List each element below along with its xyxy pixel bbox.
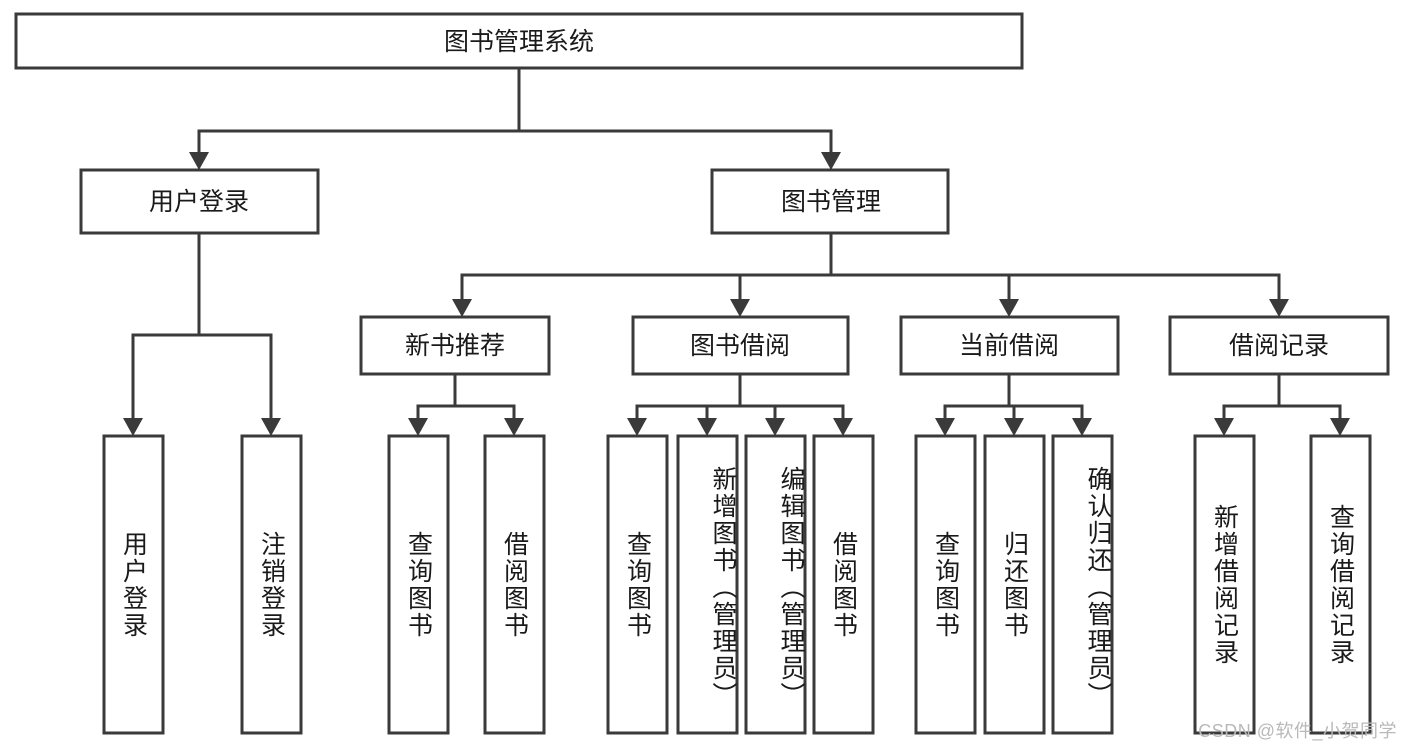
leaf-rect-user-login-0[interactable] bbox=[102, 434, 165, 735]
leaf-rect-book-borrow-1[interactable] bbox=[676, 434, 739, 735]
leaf-rects bbox=[102, 434, 1372, 735]
leaf-rect-user-login-1[interactable] bbox=[240, 434, 303, 735]
node-new-book-recommend-label: 新书推荐 bbox=[405, 332, 505, 360]
node-borrow-record-label: 借阅记录 bbox=[1229, 332, 1329, 360]
node-user-login[interactable]: 用户登录 bbox=[79, 168, 320, 235]
node-book-borrow[interactable]: 图书借阅 bbox=[631, 315, 850, 376]
connector-group-borrow-record bbox=[1214, 372, 1350, 436]
connector-group-book-manage bbox=[452, 231, 1289, 317]
node-book-manage-label: 图书管理 bbox=[781, 188, 881, 216]
connector-group-new-book bbox=[408, 372, 524, 436]
leaf-rect-book-borrow-2[interactable] bbox=[744, 434, 807, 735]
csdn-watermark: CSDN @软件_小贺同学 bbox=[1198, 721, 1397, 741]
node-borrow-record[interactable]: 借阅记录 bbox=[1168, 315, 1390, 376]
node-book-manage[interactable]: 图书管理 bbox=[710, 168, 950, 235]
leaf-rect-new-book-0[interactable] bbox=[387, 434, 450, 735]
connector-group-user-login bbox=[123, 231, 281, 436]
leaf-rect-borrow-record-1[interactable] bbox=[1309, 434, 1372, 735]
leaf-rect-book-borrow-3[interactable] bbox=[812, 434, 875, 735]
connector-group-root bbox=[189, 66, 841, 170]
node-root-label: 图书管理系统 bbox=[444, 28, 594, 56]
connector-group-book-borrow bbox=[627, 372, 853, 436]
node-new-book-recommend[interactable]: 新书推荐 bbox=[359, 315, 551, 376]
leaf-rect-current-borrow-0[interactable] bbox=[914, 434, 977, 735]
leaf-rect-new-book-1[interactable] bbox=[483, 434, 546, 735]
leaf-rect-current-borrow-2[interactable] bbox=[1051, 434, 1114, 735]
node-current-borrow[interactable]: 当前借阅 bbox=[899, 315, 1120, 376]
connector-group-current-borrow bbox=[935, 372, 1092, 436]
node-user-login-label: 用户登录 bbox=[149, 188, 249, 216]
leaf-rect-current-borrow-1[interactable] bbox=[983, 434, 1046, 735]
leaf-rect-book-borrow-0[interactable] bbox=[606, 434, 669, 735]
node-root[interactable]: 图书管理系统 bbox=[14, 12, 1024, 70]
node-current-borrow-label: 当前借阅 bbox=[959, 332, 1059, 360]
node-book-borrow-label: 图书借阅 bbox=[690, 332, 790, 360]
leaf-rect-borrow-record-0[interactable] bbox=[1193, 434, 1256, 735]
